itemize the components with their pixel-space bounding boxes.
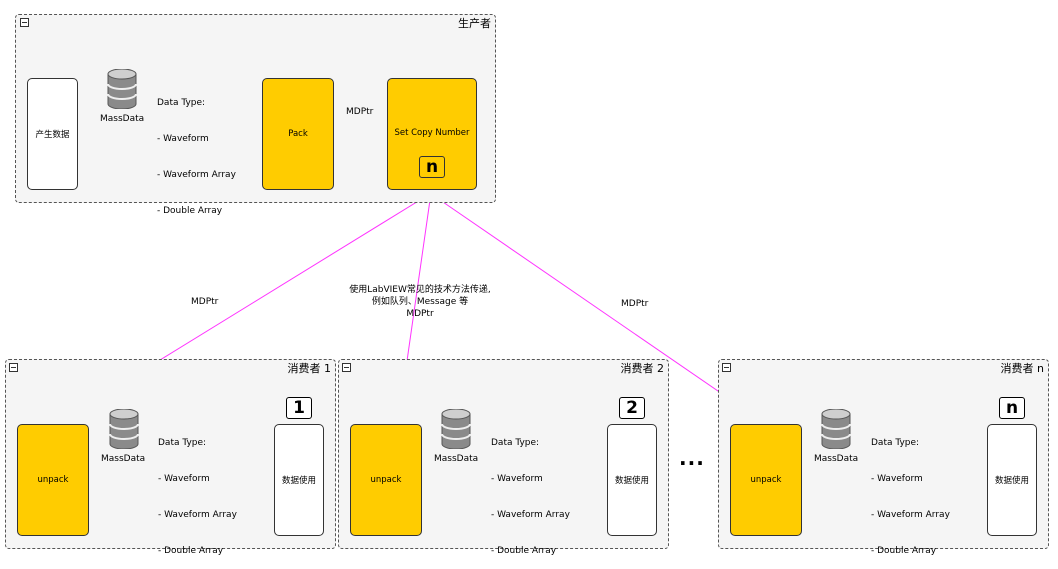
data-type-item: - Double Array xyxy=(158,546,224,556)
data-source-block[interactable]: 产生数据 xyxy=(27,78,78,190)
data-type-item: - Waveform Array xyxy=(491,510,570,520)
data-sink-block[interactable]: 数据使用 xyxy=(987,424,1037,536)
transport-note-line: MDPtr xyxy=(406,309,434,319)
transport-note-line: 例如队列、Message 等 xyxy=(371,297,469,307)
data-type-item: - Waveform Array xyxy=(157,170,236,180)
data-type-heading: Data Type: xyxy=(871,438,920,448)
database-icon xyxy=(109,409,139,449)
collapse-toggle[interactable] xyxy=(722,363,731,372)
database-icon xyxy=(441,409,471,449)
consumer-index-badge: 2 xyxy=(619,397,645,419)
mdptr-arrow-to-consumer-n xyxy=(439,199,767,425)
data-type-list: Data Type: - Waveform - Waveform Array -… xyxy=(157,73,236,229)
mdptr-label: MDPtr xyxy=(346,107,374,117)
massdata-label: MassData xyxy=(814,454,859,464)
collapse-toggle[interactable] xyxy=(9,363,18,372)
data-source-label: 产生数据 xyxy=(35,130,70,140)
collapse-toggle[interactable] xyxy=(342,363,351,372)
mdptr-label-left: MDPtr xyxy=(191,297,219,307)
consumer-title: 消费者 n xyxy=(1000,362,1044,375)
data-type-heading: Data Type: xyxy=(491,438,540,448)
set-copy-number-label: Set Copy Number xyxy=(394,128,470,138)
data-type-item: - Waveform Array xyxy=(158,510,237,520)
data-type-item: - Waveform xyxy=(157,134,209,144)
data-type-item: - Waveform xyxy=(491,474,543,484)
data-type-heading: Data Type: xyxy=(157,98,206,108)
massdata-label: MassData xyxy=(101,454,146,464)
unpack-label: unpack xyxy=(750,475,782,485)
data-sink-label: 数据使用 xyxy=(994,476,1029,486)
consumer-title: 消费者 1 xyxy=(287,362,332,375)
data-type-heading: Data Type: xyxy=(158,438,207,448)
transport-note: 使用LabVIEW常见的技术方法传递, 例如队列、Message 等 MDPtr xyxy=(335,284,505,320)
data-type-item: - Double Array xyxy=(491,546,557,556)
pack-block[interactable]: Pack xyxy=(262,78,334,190)
data-sink-label: 数据使用 xyxy=(281,476,316,486)
data-type-list: Data Type: - Waveform - Waveform Array -… xyxy=(158,413,237,569)
data-type-item: - Double Array xyxy=(157,206,223,216)
data-type-item: - Waveform Array xyxy=(871,510,950,520)
database-icon xyxy=(107,69,137,109)
data-type-list: Data Type: - Waveform - Waveform Array -… xyxy=(491,413,570,569)
data-sink-label: 数据使用 xyxy=(614,476,649,486)
data-sink-block[interactable]: 数据使用 xyxy=(607,424,657,536)
database-icon xyxy=(821,409,851,449)
consumer-index-badge: n xyxy=(999,397,1025,419)
consumer-index-badge: 1 xyxy=(286,397,312,419)
pack-label: Pack xyxy=(288,129,308,139)
copy-count-badge: n xyxy=(419,156,445,178)
producer-title: 生产者 xyxy=(458,17,491,30)
mdptr-label-right: MDPtr xyxy=(621,299,649,309)
transport-note-line: 使用LabVIEW常见的技术方法传递, xyxy=(349,285,491,295)
collapse-toggle[interactable] xyxy=(20,18,29,27)
massdata-label: MassData xyxy=(434,454,479,464)
more-consumers-ellipsis: ... xyxy=(679,446,705,470)
data-type-list: Data Type: - Waveform - Waveform Array -… xyxy=(871,413,950,569)
unpack-label: unpack xyxy=(370,475,402,485)
data-type-item: - Waveform xyxy=(158,474,210,484)
data-sink-block[interactable]: 数据使用 xyxy=(274,424,324,536)
unpack-block[interactable]: unpack xyxy=(17,424,89,536)
consumer-title: 消费者 2 xyxy=(620,362,665,375)
massdata-label: MassData xyxy=(100,114,145,124)
unpack-block[interactable]: unpack xyxy=(730,424,802,536)
unpack-block[interactable]: unpack xyxy=(350,424,422,536)
data-type-item: - Double Array xyxy=(871,546,937,556)
data-type-item: - Waveform xyxy=(871,474,923,484)
unpack-label: unpack xyxy=(37,475,69,485)
